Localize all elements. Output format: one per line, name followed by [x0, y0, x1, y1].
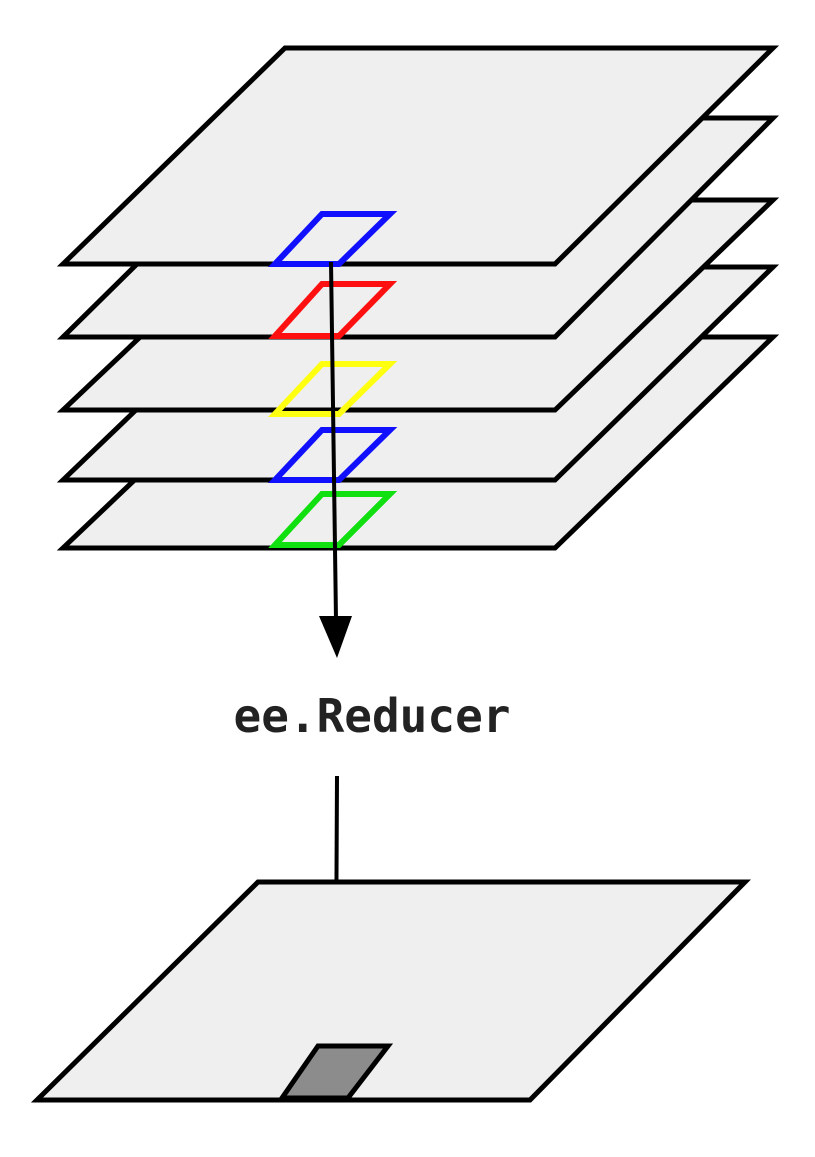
output-pixel: [277, 1043, 394, 1101]
arrow-shaft-upper: [329, 261, 338, 621]
output-image-sheet: [30, 879, 751, 1103]
pixel-outline-2: [268, 281, 398, 339]
reducer-label: ee.Reducer: [234, 689, 511, 743]
pixel-outline-4: [268, 427, 398, 483]
arrow-head-upper: [319, 616, 352, 658]
input-image-stack: [56, 45, 780, 551]
pixel-column: [268, 211, 398, 548]
arrow-down-to-reducer: [319, 261, 352, 658]
image-layer-1: [56, 45, 780, 267]
pixel-outline-1: [268, 211, 398, 267]
pixel-outline-3: [268, 361, 398, 417]
output-image: [30, 879, 751, 1103]
pixel-outline-5: [268, 491, 398, 548]
